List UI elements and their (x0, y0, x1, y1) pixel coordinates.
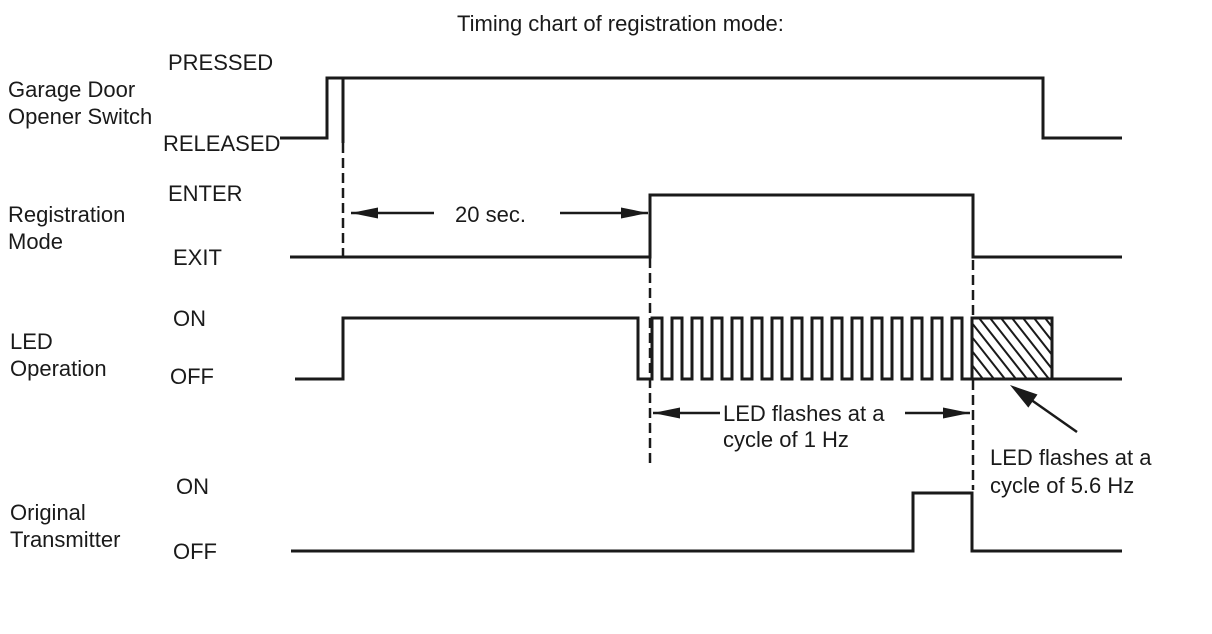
level-label-transmitter-on: ON (176, 474, 209, 499)
row-label-line: Registration (8, 202, 126, 227)
waveform-garage-door-opener-switch (280, 76, 1122, 140)
annotation-led-56hz: LED flashes at a cycle of 5.6 Hz (990, 444, 1151, 500)
annotation-led-1hz: LED flashes at a cycle of 1 Hz (723, 401, 884, 453)
row-label-line: Opener Switch (8, 104, 153, 129)
dimension-1hz-left-arrowhead (653, 407, 680, 419)
row-label-line: LED (10, 329, 53, 354)
level-label-led-on: ON (173, 306, 206, 331)
hatch-line (1044, 317, 1053, 328)
waveform-original-transmitter (291, 491, 1122, 553)
hatch-line (1011, 317, 1053, 370)
hatch-line (978, 317, 1028, 380)
annotation-20-sec: 20 sec. (455, 202, 526, 227)
pointer-arrowhead (1010, 385, 1038, 408)
level-label-exit: EXIT (173, 245, 222, 270)
hatch-line (1033, 317, 1053, 342)
row-label-original-transmitter: Original Transmitter (10, 499, 120, 553)
level-label-enter: ENTER (168, 181, 243, 206)
row-label-line: Transmitter (10, 527, 121, 552)
waveform-registration-mode (290, 193, 1122, 259)
row-label-registration-mode: Registration Mode (8, 201, 125, 255)
dimension-1hz-right-arrowhead (943, 407, 970, 419)
row-label-line: Operation (10, 356, 107, 381)
hatch-line (989, 317, 1039, 380)
hatch-line (971, 364, 984, 380)
level-label-led-off: OFF (170, 364, 214, 389)
hatch-line (971, 350, 995, 380)
row-label-garage-door-opener-switch: Garage Door Opener Switch (8, 76, 152, 130)
dimension-20sec-right-arrowhead (621, 207, 648, 219)
hatch-line (971, 336, 1006, 380)
level-label-released: RELEASED (163, 131, 281, 156)
annotation-line: LED flashes at a (990, 445, 1152, 470)
dimension-20sec-left-arrowhead (351, 207, 378, 219)
annotation-line: cycle of 1 Hz (723, 427, 849, 452)
row-label-line: Original (10, 500, 86, 525)
level-label-pressed: PRESSED (168, 50, 274, 75)
hatch-line (971, 322, 1017, 380)
waveform-led-operation (295, 316, 1122, 381)
hatch-line (1022, 317, 1053, 356)
row-label-line: Garage Door (8, 77, 136, 102)
hatch-line (1000, 317, 1050, 380)
annotation-line: cycle of 5.6 Hz (990, 473, 1135, 498)
annotation-line: LED flashes at a (723, 401, 885, 426)
row-label-line: Mode (8, 229, 64, 254)
row-label-led-operation: LED Operation (10, 328, 107, 382)
chart-title: Timing chart of registration mode: (457, 11, 784, 36)
level-label-transmitter-off: OFF (173, 539, 217, 564)
